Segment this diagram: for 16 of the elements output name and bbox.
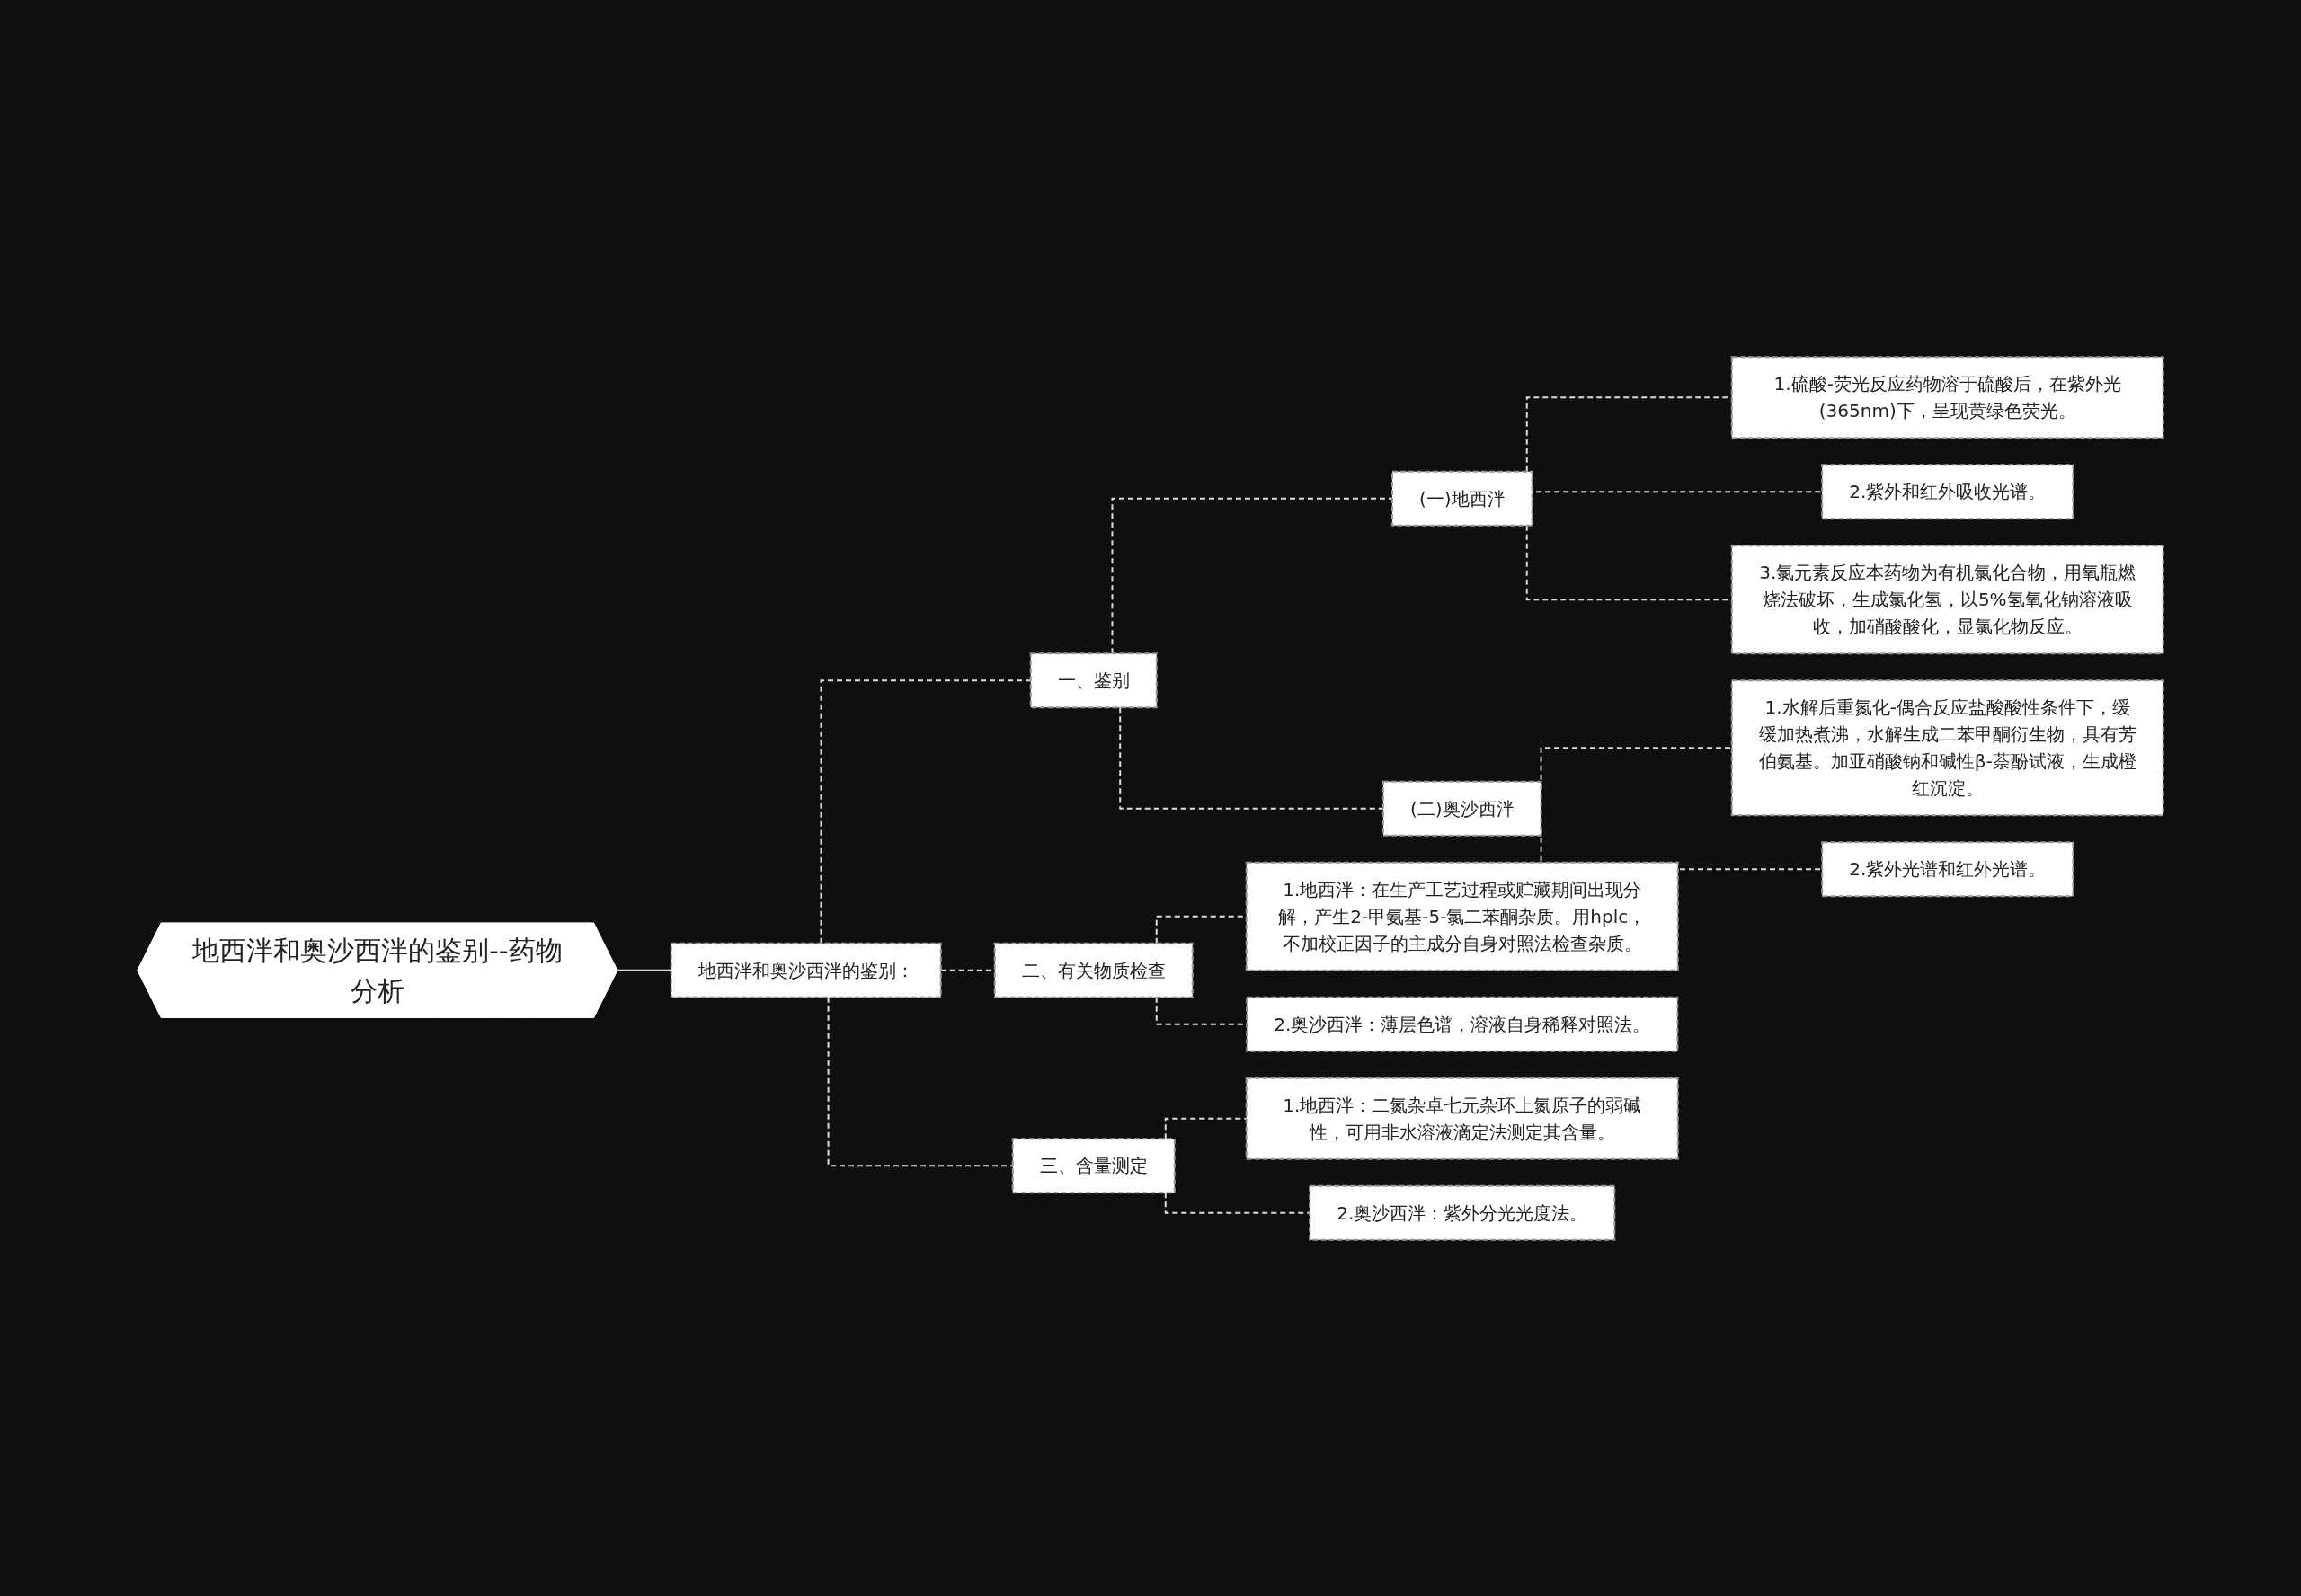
node-box: 1.水解后重氮化-偶合反应盐酸酸性条件下，缓缓加热煮沸，水解生成二苯甲酮衍生物，具有芳伯氨基。加亚硝酸钠和碱性β-萘酚试液，生成橙红沉淀。: [1730, 678, 2164, 816]
node-box: 1.地西泮：在生产工艺过程或贮藏期间出现分解，产生2-甲氨基-5-氯二苯酮杂质。用hplc，不加校正因子的主成分自身对照法检查杂质。: [1245, 861, 1679, 971]
node-box: 地西泮和奥沙西泮的鉴别：: [670, 942, 942, 998]
node-box: 一、鉴别: [1029, 652, 1158, 708]
node-box: 1.硫酸-荧光反应药物溶于硫酸后，在紫外光(365nm)下，呈现黄绿色荧光。: [1730, 355, 2164, 439]
node-box: 2.奥沙西泮：薄层色谱，溶液自身稀释对照法。: [1246, 996, 1679, 1052]
node-box: (一)地西泮: [1391, 470, 1533, 527]
node-box: 2.紫外和红外吸收光谱。: [1821, 463, 2074, 519]
node-box: (二)奥沙西泮: [1382, 780, 1542, 837]
node-box: 三、含量测定: [1011, 1137, 1176, 1193]
node-box: 3.氯元素反应本药物为有机氯化合物，用氧瓶燃烧法破坏，生成氯化氢，以5%氢氧化钠溶液吸收，加硝酸酸化，显氯化物反应。: [1730, 544, 2164, 654]
node-box: 二、有关物质检查: [993, 942, 1194, 998]
node-box: 2.紫外光谱和红外光谱。: [1821, 840, 2074, 897]
node-box: 1.地西泮：二氮杂卓七元杂环上氮原子的弱碱性，可用非水溶液滴定法测定其含量。: [1245, 1077, 1679, 1160]
connector: [1164, 1117, 1248, 1139]
node-box: 2.奥沙西泮：紫外分光光度法。: [1309, 1184, 1616, 1241]
